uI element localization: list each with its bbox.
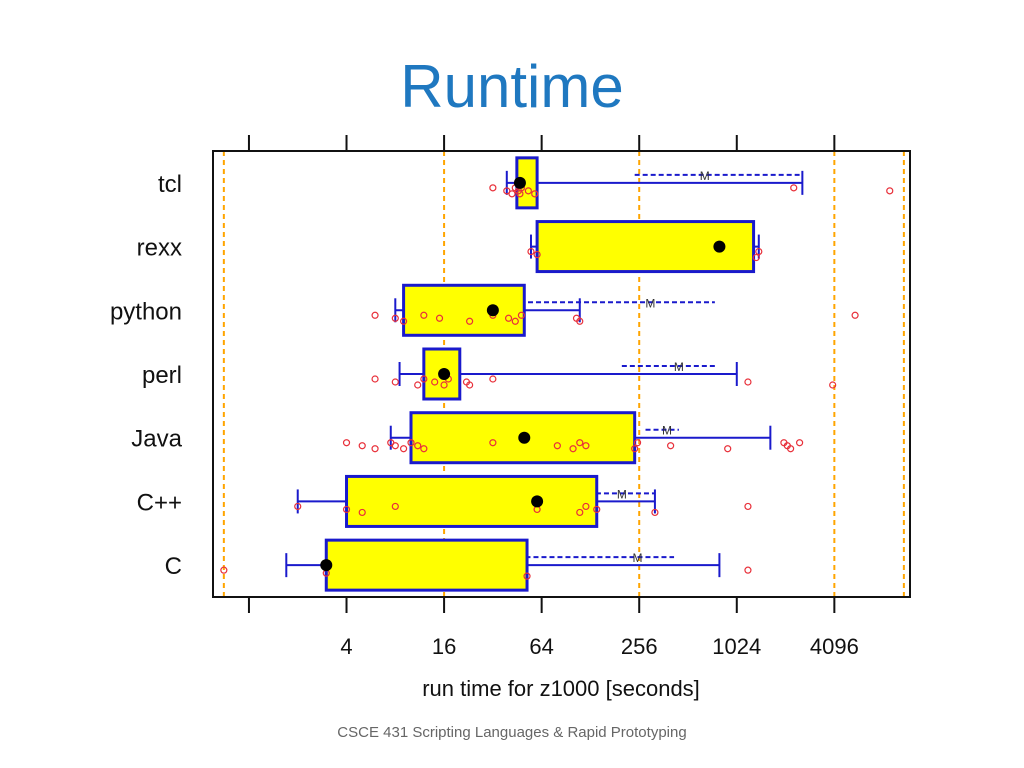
data-point xyxy=(435,314,444,322)
box-iqr xyxy=(324,538,529,592)
category-label: python xyxy=(110,298,182,325)
median-dot xyxy=(518,431,531,444)
mean-marker: M xyxy=(645,296,655,310)
x-tick-label: 256 xyxy=(621,634,658,659)
data-point xyxy=(358,442,366,450)
median-dot xyxy=(486,304,499,317)
x-tick-label: 16 xyxy=(432,634,456,659)
data-point xyxy=(220,566,228,574)
median-dot xyxy=(531,495,544,508)
data-point xyxy=(787,445,795,453)
mean-marker: M xyxy=(700,169,710,183)
data-point xyxy=(399,445,408,453)
data-point xyxy=(524,187,532,195)
box-iqr xyxy=(345,474,599,528)
data-point xyxy=(420,445,428,453)
data-point xyxy=(342,439,351,447)
data-point xyxy=(582,442,590,450)
category-label: perl xyxy=(142,362,182,389)
data-point xyxy=(391,314,399,322)
data-point xyxy=(593,505,601,514)
data-point xyxy=(531,190,539,198)
data-point xyxy=(371,375,379,383)
box-iqr xyxy=(402,283,526,337)
data-point xyxy=(420,375,428,383)
data-point xyxy=(508,190,516,198)
data-point xyxy=(744,566,752,574)
data-point xyxy=(533,250,541,259)
data-point xyxy=(724,445,732,453)
data-point xyxy=(829,381,837,389)
mean-marker: M xyxy=(617,487,627,501)
slide-title: Runtime xyxy=(400,53,624,120)
data-point xyxy=(886,187,894,195)
mean-marker: M xyxy=(674,360,684,374)
data-point xyxy=(523,572,531,580)
data-point xyxy=(752,253,760,262)
data-point xyxy=(796,439,804,447)
data-point xyxy=(391,442,399,450)
data-point xyxy=(420,311,428,319)
data-point xyxy=(358,508,366,517)
category-label: Java xyxy=(131,426,182,453)
data-point xyxy=(517,311,526,319)
data-point xyxy=(851,311,859,319)
mean-marker: M xyxy=(633,551,643,565)
data-point xyxy=(633,439,642,447)
data-point xyxy=(440,381,448,389)
data-point xyxy=(391,378,399,386)
data-point xyxy=(489,375,497,383)
x-tick-label: 4096 xyxy=(810,634,859,659)
median-dot xyxy=(320,559,333,572)
runtime-boxplot-chart: MtclMrexxMpythonMperlMJavaMC++MC41664256… xyxy=(110,135,911,701)
median-dot xyxy=(513,176,526,189)
data-point xyxy=(391,502,399,511)
data-point xyxy=(631,445,639,453)
data-point xyxy=(582,502,590,511)
median-dot xyxy=(713,240,726,253)
x-tick-label: 64 xyxy=(529,634,553,659)
data-point xyxy=(744,502,752,511)
data-point xyxy=(511,317,519,325)
x-tick-label: 4 xyxy=(340,634,352,659)
category-label: C++ xyxy=(137,489,182,516)
data-point xyxy=(569,445,577,453)
median-dot xyxy=(438,368,451,380)
data-point xyxy=(576,317,584,325)
slide-footer: CSCE 431 Scripting Languages & Rapid Pro… xyxy=(337,724,687,741)
data-point xyxy=(294,502,302,511)
data-point xyxy=(667,442,675,450)
data-point xyxy=(504,314,513,322)
data-point xyxy=(466,381,474,389)
data-point xyxy=(651,508,659,517)
data-point xyxy=(371,311,379,319)
data-point xyxy=(576,439,584,447)
data-point xyxy=(503,187,511,195)
data-point xyxy=(576,508,584,517)
data-point xyxy=(466,317,474,325)
data-point xyxy=(407,439,415,447)
mean-marker: M xyxy=(662,424,672,438)
x-tick-label: 1024 xyxy=(712,634,761,659)
category-label: rexx xyxy=(137,235,182,262)
category-label: C xyxy=(165,553,182,580)
data-point xyxy=(527,247,535,256)
x-axis-label: run time for z1000 [seconds] xyxy=(422,676,700,701)
data-point xyxy=(744,378,752,386)
category-label: tcl xyxy=(158,171,182,198)
data-point xyxy=(790,184,798,192)
data-point xyxy=(489,439,497,447)
data-point xyxy=(342,505,351,514)
data-point xyxy=(371,445,379,453)
data-point xyxy=(553,442,561,450)
data-point xyxy=(399,317,408,325)
plot-frame xyxy=(212,150,911,598)
data-point xyxy=(414,381,422,389)
data-point xyxy=(755,247,763,256)
data-point xyxy=(414,442,422,450)
data-point xyxy=(431,378,439,386)
data-point xyxy=(489,184,497,192)
